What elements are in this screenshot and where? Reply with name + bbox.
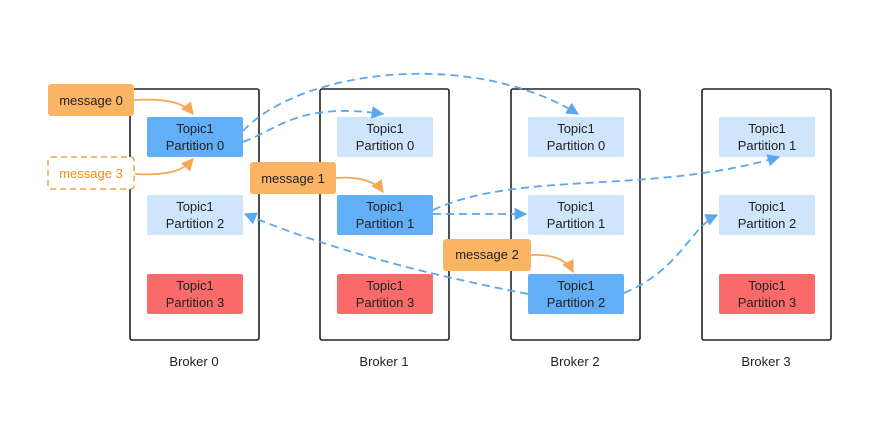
message-label: message 3	[59, 166, 123, 181]
produce-arrow-message-3	[134, 158, 194, 176]
partition-box	[528, 195, 624, 235]
partition-name: Partition 0	[547, 138, 606, 153]
broker-3-partition-1: Topic1 Partition 1	[719, 117, 815, 157]
partition-name: Partition 1	[547, 216, 606, 231]
broker-1: Topic1 Partition 0 Topic1 Partition 1 To…	[319, 88, 450, 369]
partition-box	[528, 117, 624, 157]
broker-0-partition-2: Topic1 Partition 2	[147, 195, 243, 235]
broker-2-partition-0: Topic1 Partition 0	[528, 117, 624, 157]
partition-topic: Topic1	[366, 278, 404, 293]
partition-box	[719, 195, 815, 235]
partition-name: Partition 0	[166, 138, 225, 153]
replication-arrow-p0-to-broker2	[242, 72, 580, 132]
partition-topic: Topic1	[366, 121, 404, 136]
broker-2-partition-2: Topic1 Partition 2	[528, 274, 624, 314]
broker-3: Topic1 Partition 1 Topic1 Partition 2 To…	[701, 88, 832, 369]
partition-topic: Topic1	[557, 121, 595, 136]
broker-2-partition-1: Topic1 Partition 1	[528, 195, 624, 235]
message-box	[47, 156, 135, 190]
partition-box	[719, 117, 815, 157]
partition-name: Partition 3	[356, 295, 415, 310]
broker-label: Broker 2	[550, 354, 599, 369]
partition-name: Partition 0	[356, 138, 415, 153]
replication-arrows	[242, 72, 781, 295]
message-2: message 2	[443, 239, 531, 271]
partition-topic: Topic1	[557, 199, 595, 214]
partition-box	[337, 274, 433, 314]
replication-arrow-p2-to-broker0	[243, 212, 529, 295]
broker-3-partition-3: Topic1 Partition 3	[719, 274, 815, 314]
produce-arrow-message-0	[133, 98, 194, 115]
partition-name: Partition 2	[547, 295, 606, 310]
broker-0-partition-3: Topic1 Partition 3	[147, 274, 243, 314]
partition-box	[528, 274, 624, 314]
partition-name: Partition 2	[738, 216, 797, 231]
message-0: message 0	[48, 84, 134, 116]
message-box	[48, 84, 134, 116]
broker-label: Broker 3	[741, 354, 790, 369]
produce-arrows	[133, 98, 574, 274]
replication-arrow-p0-to-broker1	[242, 106, 385, 143]
partition-name: Partition 3	[738, 295, 797, 310]
partition-topic: Topic1	[176, 199, 214, 214]
broker-1-partition-3: Topic1 Partition 3	[337, 274, 433, 314]
partition-topic: Topic1	[748, 121, 786, 136]
broker-0: Topic1 Partition 0 Topic1 Partition 2 To…	[129, 88, 260, 369]
produce-arrow-message-2	[530, 254, 574, 274]
replication-arrow-p1-to-broker3	[432, 154, 781, 211]
partition-box	[147, 117, 243, 157]
broker-1-partition-1: Topic1 Partition 1	[337, 195, 433, 235]
partition-box	[337, 117, 433, 157]
message-label: message 0	[59, 93, 123, 108]
broker-0-partition-0: Topic1 Partition 0	[147, 117, 243, 157]
message-label: message 2	[455, 247, 519, 262]
partition-name: Partition 2	[166, 216, 225, 231]
partition-name: Partition 1	[738, 138, 797, 153]
partition-name: Partition 1	[356, 216, 415, 231]
partition-topic: Topic1	[176, 121, 214, 136]
broker-1-partition-0: Topic1 Partition 0	[337, 117, 433, 157]
broker-label: Broker 0	[169, 354, 218, 369]
broker-label: Broker 1	[359, 354, 408, 369]
message-box	[443, 239, 531, 271]
produce-arrow-message-1	[335, 176, 384, 194]
partition-box	[719, 274, 815, 314]
message-3: message 3	[47, 156, 135, 190]
partition-topic: Topic1	[748, 278, 786, 293]
message-label: message 1	[261, 171, 325, 186]
message-1: message 1	[250, 162, 336, 194]
partition-topic: Topic1	[748, 199, 786, 214]
partition-topic: Topic1	[366, 199, 404, 214]
partition-name: Partition 3	[166, 295, 225, 310]
partition-topic: Topic1	[176, 278, 214, 293]
replication-arrow-p2-to-broker3	[623, 214, 719, 294]
partition-box	[147, 195, 243, 235]
partition-box	[337, 195, 433, 235]
broker-3-partition-2: Topic1 Partition 2	[719, 195, 815, 235]
message-box	[250, 162, 336, 194]
partition-box	[147, 274, 243, 314]
partition-topic: Topic1	[557, 278, 595, 293]
broker-2: Topic1 Partition 0 Topic1 Partition 1 To…	[510, 88, 641, 369]
